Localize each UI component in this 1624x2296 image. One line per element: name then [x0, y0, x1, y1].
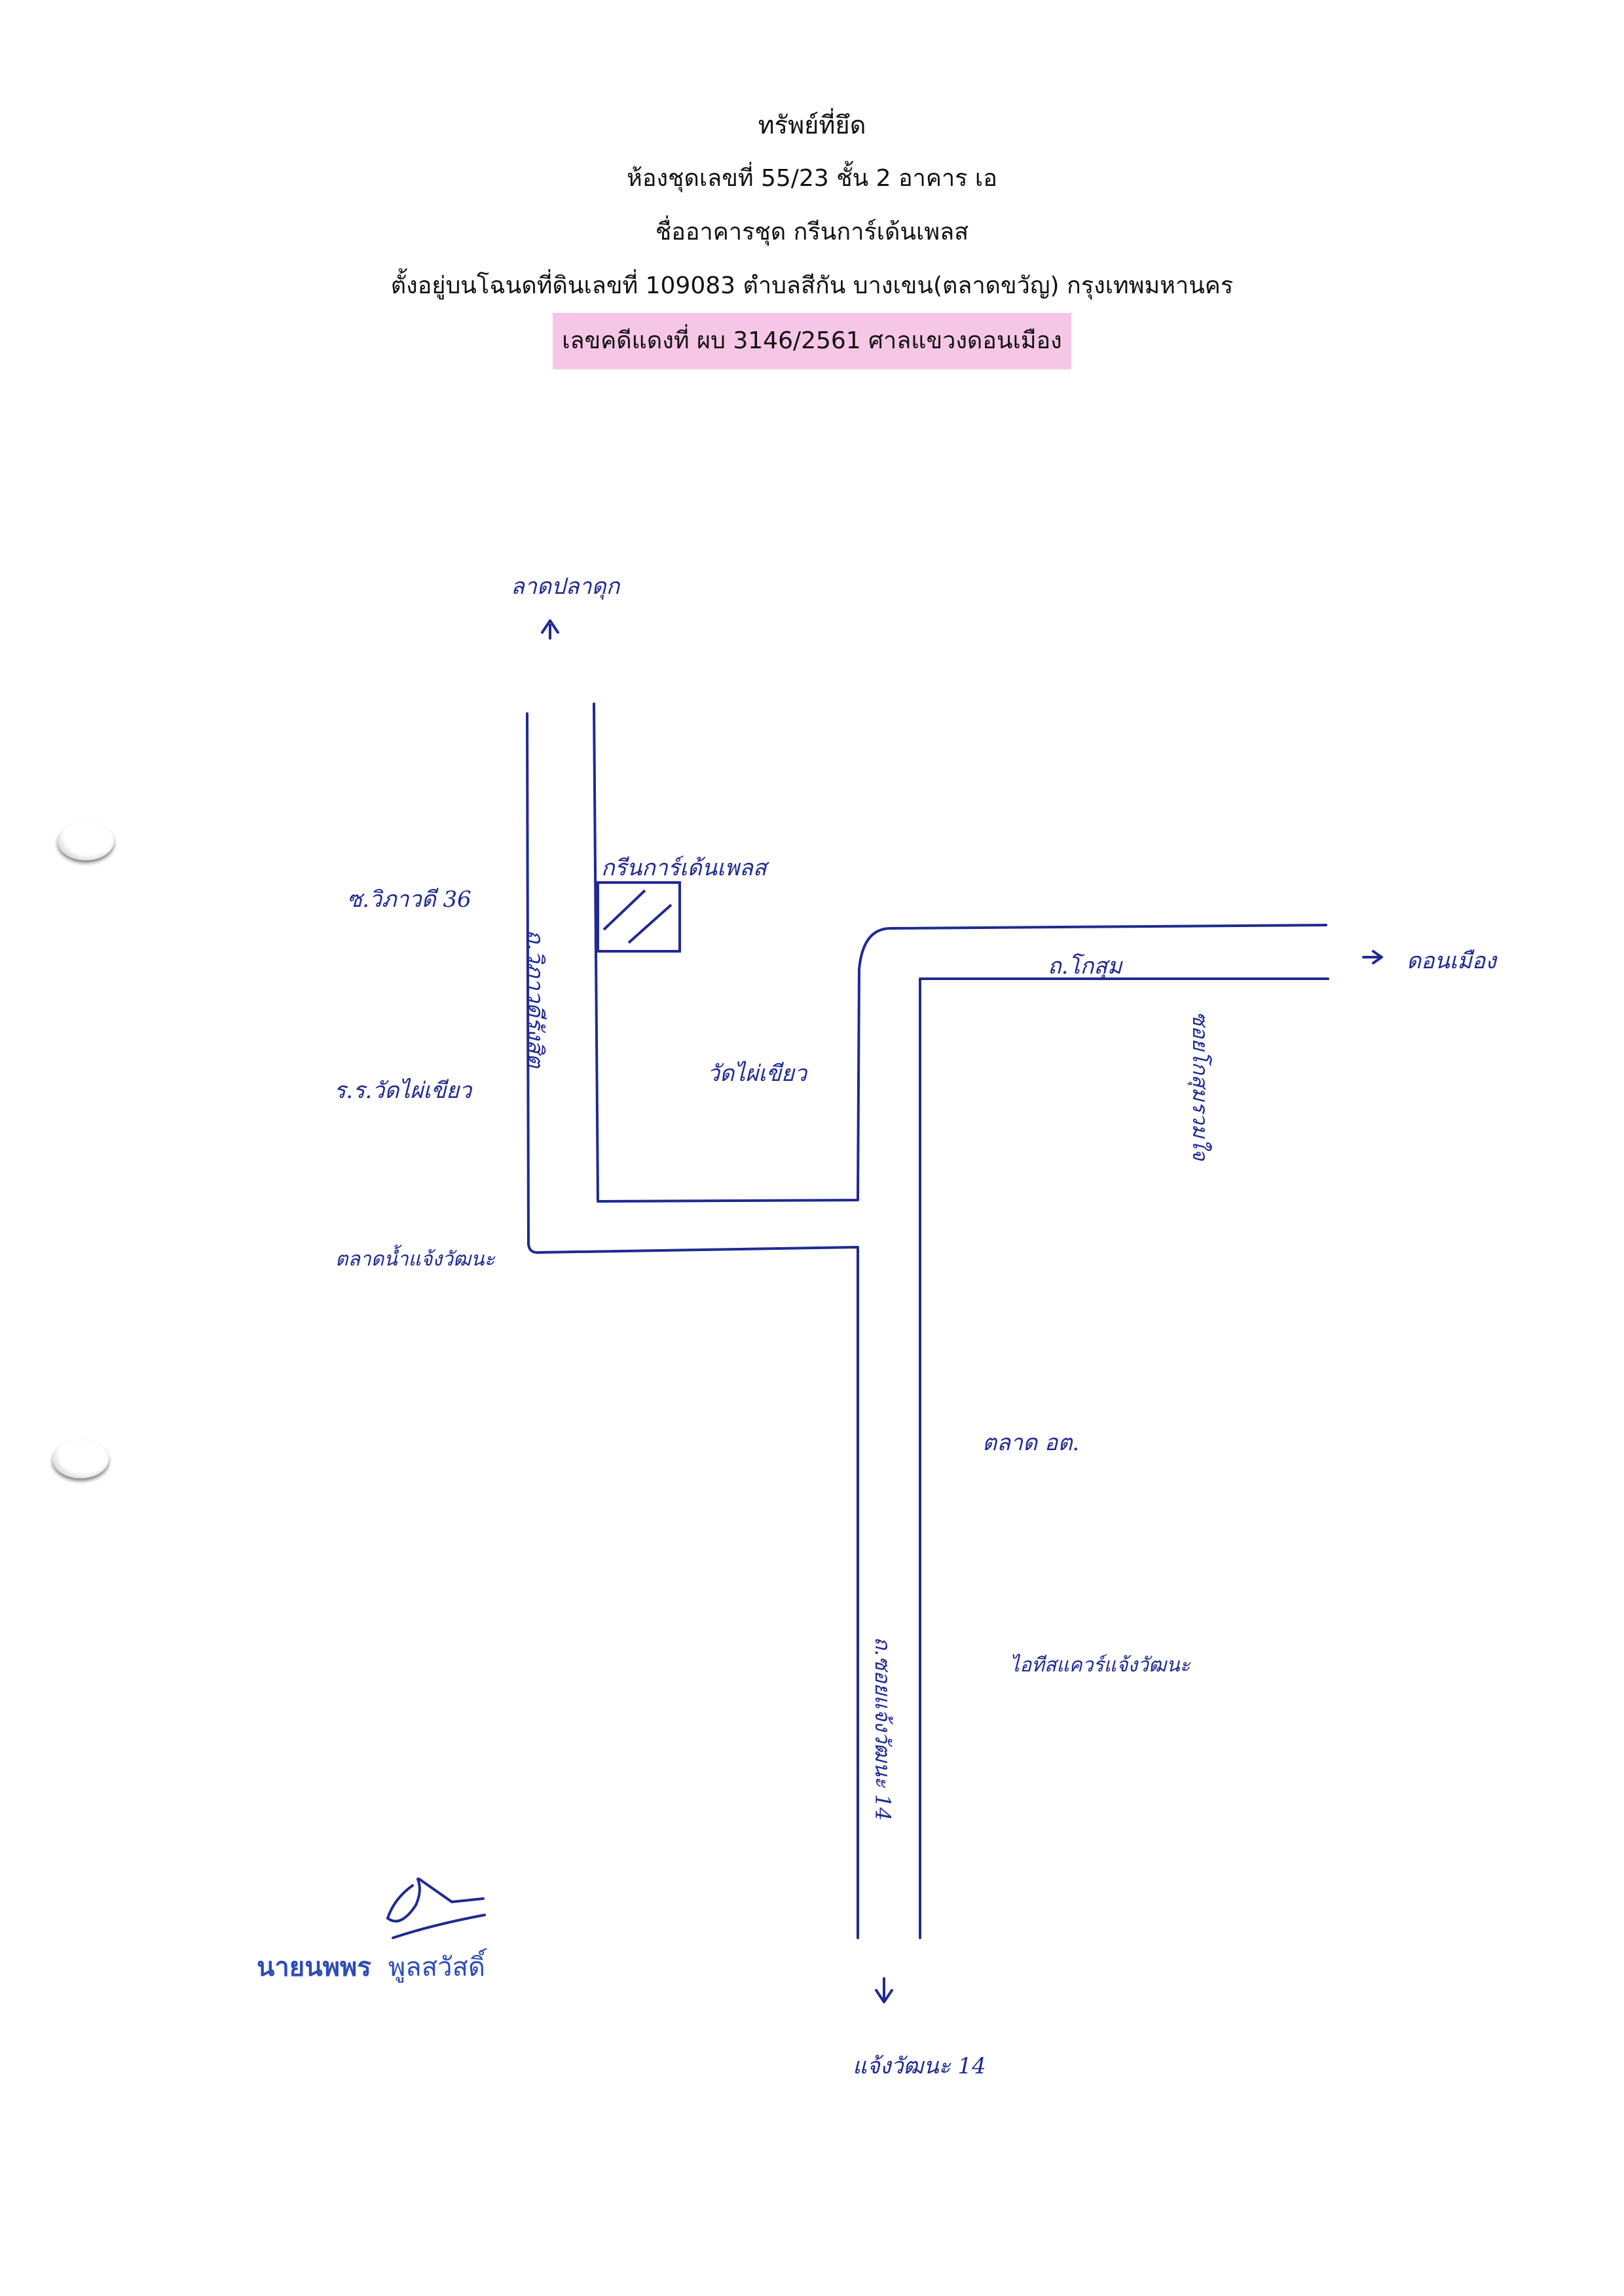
building-box: [597, 881, 681, 953]
temple-label: วัดไผ่เขียว: [707, 1061, 807, 1087]
punch-hole-top: [58, 822, 114, 860]
market-label: ตลาด อต.: [982, 1430, 1080, 1456]
building-line: ชื่ออาคารชุด กรีนการ์เด้นเพลส: [655, 219, 969, 246]
case-number-highlight: เลขคดีแดงที่ ผบ 3146/2561 ศาลแขวงดอนเมือ…: [553, 313, 1071, 369]
up-arrow: [541, 619, 559, 640]
signer-first-name: นายนพพร: [257, 1952, 371, 1982]
signer-name: นายนพพร พูลสวัสดิ์: [257, 1946, 485, 1988]
building-label: กรีนการ์เด้นเพลส: [601, 855, 767, 881]
east-side-vertical-label: ซอยโกสุมรวมใจ: [1188, 1011, 1213, 1161]
document-title: ทรัพย์ที่ยึด: [758, 111, 866, 139]
unit-line: ห้องชุดเลขที่ 55/23 ชั้น 2 อาคาร เอ: [627, 165, 997, 192]
east-road-label: ถ.โกสุม: [1048, 953, 1122, 979]
building-hatch: [602, 889, 673, 944]
south-side-label: ไอทีสแควร์แจ้งวัฒนะ: [1010, 1654, 1190, 1677]
main-road-vertical-label: ถ.วิภาวดีรังสิต: [522, 930, 548, 1068]
signer-last-name: พูลสวัสดิ์: [388, 1952, 485, 1982]
south-road-vertical-label: ถ.ซอยแจ้งวัฒนะ 14: [870, 1637, 895, 1821]
junction-label: ตลาดน้ำแจ้งวัฒนะ: [335, 1248, 495, 1271]
down-arrow: [875, 1977, 893, 2003]
north-destination-label: ลาดปลาดุก: [511, 574, 620, 600]
road-main-left-edge: [526, 712, 859, 1939]
soi-label: ซ.วิภาวดี 36: [347, 886, 471, 913]
punch-hole-bottom: [52, 1440, 109, 1478]
south-destination-label: แจ้งวัฒนะ 14: [853, 2053, 986, 2079]
road-east-lower-edge: [919, 977, 1329, 1939]
right-arrow: [1362, 950, 1383, 964]
document-header: ทรัพย์ที่ยึด ห้องชุดเลขที่ 55/23 ชั้น 2 …: [0, 98, 1624, 369]
east-destination-label: ดอนเมือง: [1407, 948, 1496, 974]
school-label: ร.ร.วัดไผ่เขียว: [334, 1078, 472, 1104]
signature-scribble: [386, 1878, 486, 1939]
road-main-right-edge: [593, 702, 1327, 1203]
building-marker: [597, 881, 681, 953]
location-line: ตั้งอยู่บนโฉนดที่ดินเลขที่ 109083 ตำบลสี…: [390, 272, 1234, 299]
